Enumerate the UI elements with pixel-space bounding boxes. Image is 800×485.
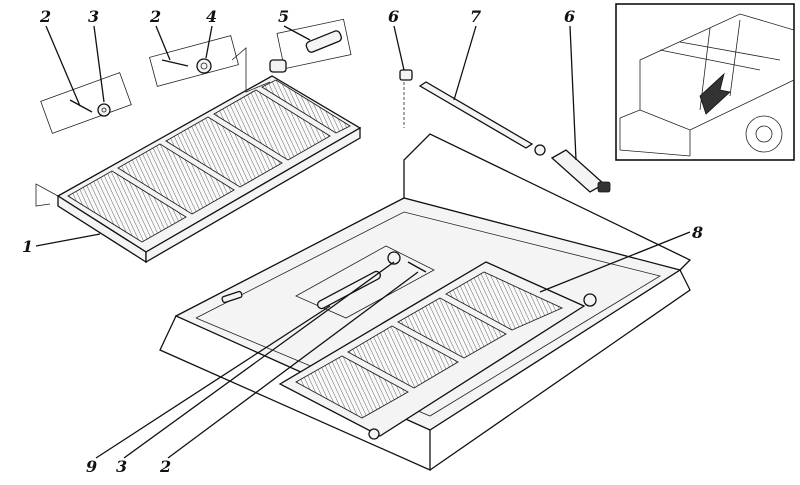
callout-2-bottom: 2 <box>159 457 171 476</box>
wheel-icon <box>745 115 783 153</box>
callout-3-bottom: 3 <box>116 457 127 476</box>
callout-2-top-left: 2 <box>39 7 51 26</box>
axle-pin-group <box>269 18 352 73</box>
lower-slatted-panel <box>278 261 597 440</box>
rod-icon <box>418 81 534 149</box>
washer-icon <box>97 103 111 117</box>
spring-washer-icon <box>196 58 212 74</box>
arrow-icon <box>699 72 731 115</box>
shaft-group <box>221 245 435 319</box>
truck-inset-view <box>615 3 795 161</box>
bushing-icon <box>399 69 413 81</box>
hatch-cover-slats <box>67 79 351 243</box>
hydraulic-cylinder-icon <box>550 149 606 193</box>
callout-7: 7 <box>470 7 481 26</box>
actuator-assembly <box>399 69 611 193</box>
callout-3-top-left: 3 <box>88 7 99 26</box>
callout-6-top: 6 <box>388 7 399 26</box>
axle-pin-icon <box>305 30 343 53</box>
hinge-bracket-icon <box>269 59 287 73</box>
hatch-cover-panel <box>35 75 362 264</box>
pin-washer-group <box>149 35 271 93</box>
callout-2-top-mid: 2 <box>149 7 161 26</box>
callout-9: 9 <box>86 457 97 476</box>
callout-8: 8 <box>691 223 703 242</box>
callout-4: 4 <box>206 7 217 26</box>
cotter-pin-washer-group-top <box>40 72 132 134</box>
callouts: 2 3 2 4 5 6 7 6 1 8 9 3 2 <box>22 7 703 476</box>
callout-1: 1 <box>22 237 33 256</box>
callout-6-right: 6 <box>564 7 575 26</box>
callout-5: 5 <box>278 7 289 26</box>
leader-lines <box>35 25 691 459</box>
